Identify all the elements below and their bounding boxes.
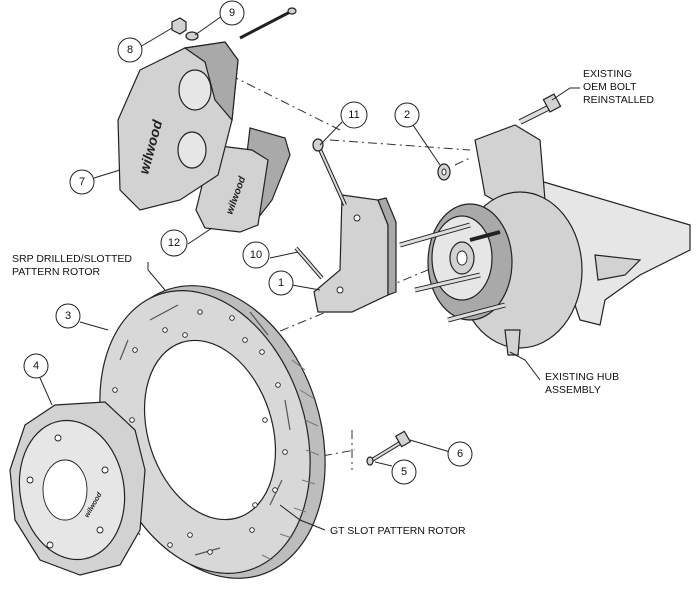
svg-text:2: 2 <box>404 109 410 121</box>
caliper-fasteners <box>171 7 297 41</box>
svg-text:5: 5 <box>401 466 407 478</box>
rotor-hat: wilwood <box>9 401 146 576</box>
svg-text:1: 1 <box>278 277 284 289</box>
caliper-bridge <box>183 41 239 122</box>
centerline-bracket <box>329 139 471 151</box>
hub-lower-mount <box>504 329 521 356</box>
svg-text:11: 11 <box>348 109 359 121</box>
caliper-piston-1 <box>178 69 212 111</box>
hat-bolts <box>366 430 412 466</box>
hub-center-bore <box>456 250 468 266</box>
svg-text:OEM BOLT: OEM BOLT <box>583 81 637 93</box>
caliper-bolt-clip <box>287 7 297 15</box>
svg-text:GT SLOT PATTERN ROTOR: GT SLOT PATTERN ROTOR <box>330 525 466 537</box>
brake-rotor <box>99 285 326 579</box>
label-srp-rotor: SRP DRILLED/SLOTTED PATTERN ROTOR <box>12 253 132 278</box>
svg-text:EXISTING HUB: EXISTING HUB <box>545 371 619 383</box>
hub-assembly <box>399 124 691 356</box>
callout-5: 5 <box>391 459 417 485</box>
callout-8: 8 <box>117 37 143 63</box>
mounting-bracket <box>313 194 397 313</box>
callout-6: 6 <box>447 441 473 467</box>
label-existing-oem-bolt: EXISTING OEM BOLT REINSTALLED <box>583 68 654 106</box>
hat-bolt-head <box>394 430 412 448</box>
callout-9: 9 <box>219 0 245 26</box>
svg-text:10: 10 <box>250 249 262 261</box>
hat-bolt-washer <box>366 456 374 466</box>
centerline-caliper-bolt <box>229 74 341 131</box>
svg-text:3: 3 <box>65 310 71 322</box>
hat-bolt-holes <box>26 434 109 549</box>
callout-10: 10 <box>242 241 270 269</box>
caliper-washer <box>185 31 199 41</box>
callout-12: 12 <box>160 229 188 257</box>
svg-text:12: 12 <box>168 237 180 249</box>
rotor-vanes <box>261 359 320 561</box>
svg-text:EXISTING: EXISTING <box>583 68 632 80</box>
bracket-bolt-washer <box>312 138 324 152</box>
caliper-piston-2 <box>177 131 207 169</box>
svg-text:ASSEMBLY: ASSEMBLY <box>545 384 601 396</box>
svg-text:8: 8 <box>127 44 133 56</box>
svg-text:6: 6 <box>457 448 463 460</box>
bracket-bolts <box>294 138 347 280</box>
callout-2: 2 <box>394 102 420 128</box>
oem-bolt-head <box>542 93 562 113</box>
wheel-studs <box>399 222 506 323</box>
rotor-center-opening <box>143 339 277 521</box>
label-gt-slot-rotor: GT SLOT PATTERN ROTOR <box>330 525 466 537</box>
callout-3: 3 <box>55 303 81 329</box>
svg-text:REINSTALLED: REINSTALLED <box>583 94 654 106</box>
svg-text:7: 7 <box>79 176 85 188</box>
knuckle-joint <box>594 254 642 281</box>
callout-7: 7 <box>69 169 95 195</box>
bracket-edge <box>377 197 397 296</box>
label-existing-hub: EXISTING HUB ASSEMBLY <box>545 371 619 396</box>
hat-center-bore <box>42 459 88 521</box>
svg-text:4: 4 <box>33 360 39 372</box>
callout-1: 1 <box>268 270 294 296</box>
callout-4: 4 <box>23 353 49 379</box>
svg-text:PATTERN ROTOR: PATTERN ROTOR <box>12 266 101 278</box>
bracket-plate <box>313 194 389 313</box>
leader-lines <box>39 15 580 531</box>
caliper: wilwood <box>117 41 239 211</box>
centerline-washer <box>454 157 471 166</box>
caliper-nut <box>171 17 187 35</box>
svg-text:SRP DRILLED/SLOTTED: SRP DRILLED/SLOTTED <box>12 253 132 265</box>
callout-11: 11 <box>340 101 368 129</box>
svg-text:9: 9 <box>229 7 235 19</box>
oem-bolt <box>518 93 562 125</box>
